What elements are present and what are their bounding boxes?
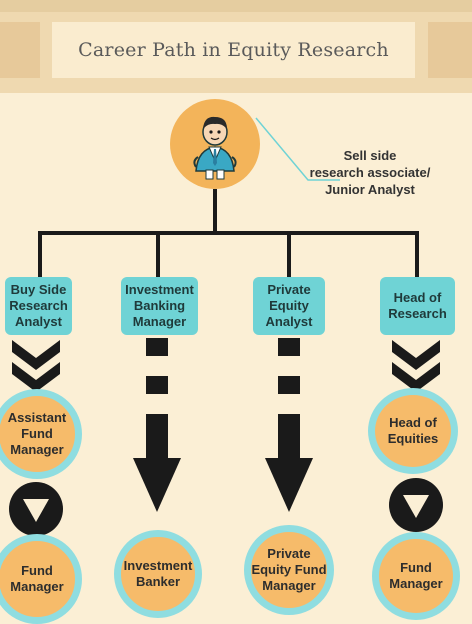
role-label: Head of Research xyxy=(388,290,447,321)
dash-segment xyxy=(278,338,300,356)
circle-label: Private Equity Fund Manager xyxy=(251,546,327,593)
chevron-down-icon xyxy=(12,340,60,370)
arrow-shaft xyxy=(278,414,300,460)
branch-drop xyxy=(415,231,419,277)
header-left-tab xyxy=(0,22,40,78)
mid-circle-head-of-equities: Head of Equities xyxy=(368,388,458,474)
arrow-shaft xyxy=(146,414,168,460)
callout-line: Sell side xyxy=(343,148,397,163)
mid-circle-assistant-fund-manager: Assistant Fund Manager xyxy=(0,389,82,479)
root-avatar xyxy=(170,99,260,189)
chevron-down-icon xyxy=(392,362,440,392)
chevron-down-icon xyxy=(12,362,60,392)
chevron-down-icon xyxy=(392,340,440,370)
dash-segment xyxy=(278,376,300,394)
arrow-down-icon xyxy=(265,458,313,512)
role-box-private-equity: Private Equity Analyst xyxy=(253,277,325,335)
role-label: Investment Banking Manager xyxy=(125,282,194,329)
branch-drop xyxy=(38,231,42,277)
callout-line: research associate/ xyxy=(309,165,431,180)
circle-label: Assistant Fund Manager xyxy=(7,410,67,457)
role-box-head-of-research: Head of Research xyxy=(380,277,455,335)
dash-segment xyxy=(146,376,168,394)
header-right-tab xyxy=(428,22,472,78)
branch-drop xyxy=(156,231,160,277)
end-circle-investment-banker: Investment Banker xyxy=(114,530,202,618)
circle-label: Head of Equities xyxy=(387,415,439,446)
dash-segment xyxy=(146,338,168,356)
title-banner: Career Path in Equity Research xyxy=(52,22,415,78)
page-title: Career Path in Equity Research xyxy=(78,39,389,61)
end-circle-private-equity-fund-manager: Private Equity Fund Manager xyxy=(244,525,334,615)
end-circle-fund-manager-right: Fund Manager xyxy=(372,532,460,620)
circle-label: Investment Banker xyxy=(123,558,193,589)
callout-line: Junior Analyst xyxy=(325,182,415,197)
root-stem xyxy=(213,189,217,234)
circle-label: Fund Manager xyxy=(389,560,443,591)
branch-drop xyxy=(287,231,291,277)
role-box-investment-banking: Investment Banking Manager xyxy=(121,277,198,335)
role-box-buy-side: Buy Side Research Analyst xyxy=(5,277,72,335)
circle-label: Fund Manager xyxy=(10,563,64,594)
arrow-down-icon xyxy=(133,458,181,512)
header-top-strip xyxy=(0,0,472,12)
callout-text: Sell side research associate/ Junior Ana… xyxy=(300,147,440,198)
role-label: Private Equity Analyst xyxy=(265,282,313,329)
businessman-icon xyxy=(193,116,237,180)
branch-bar xyxy=(38,231,419,235)
role-label: Buy Side Research Analyst xyxy=(9,282,68,329)
